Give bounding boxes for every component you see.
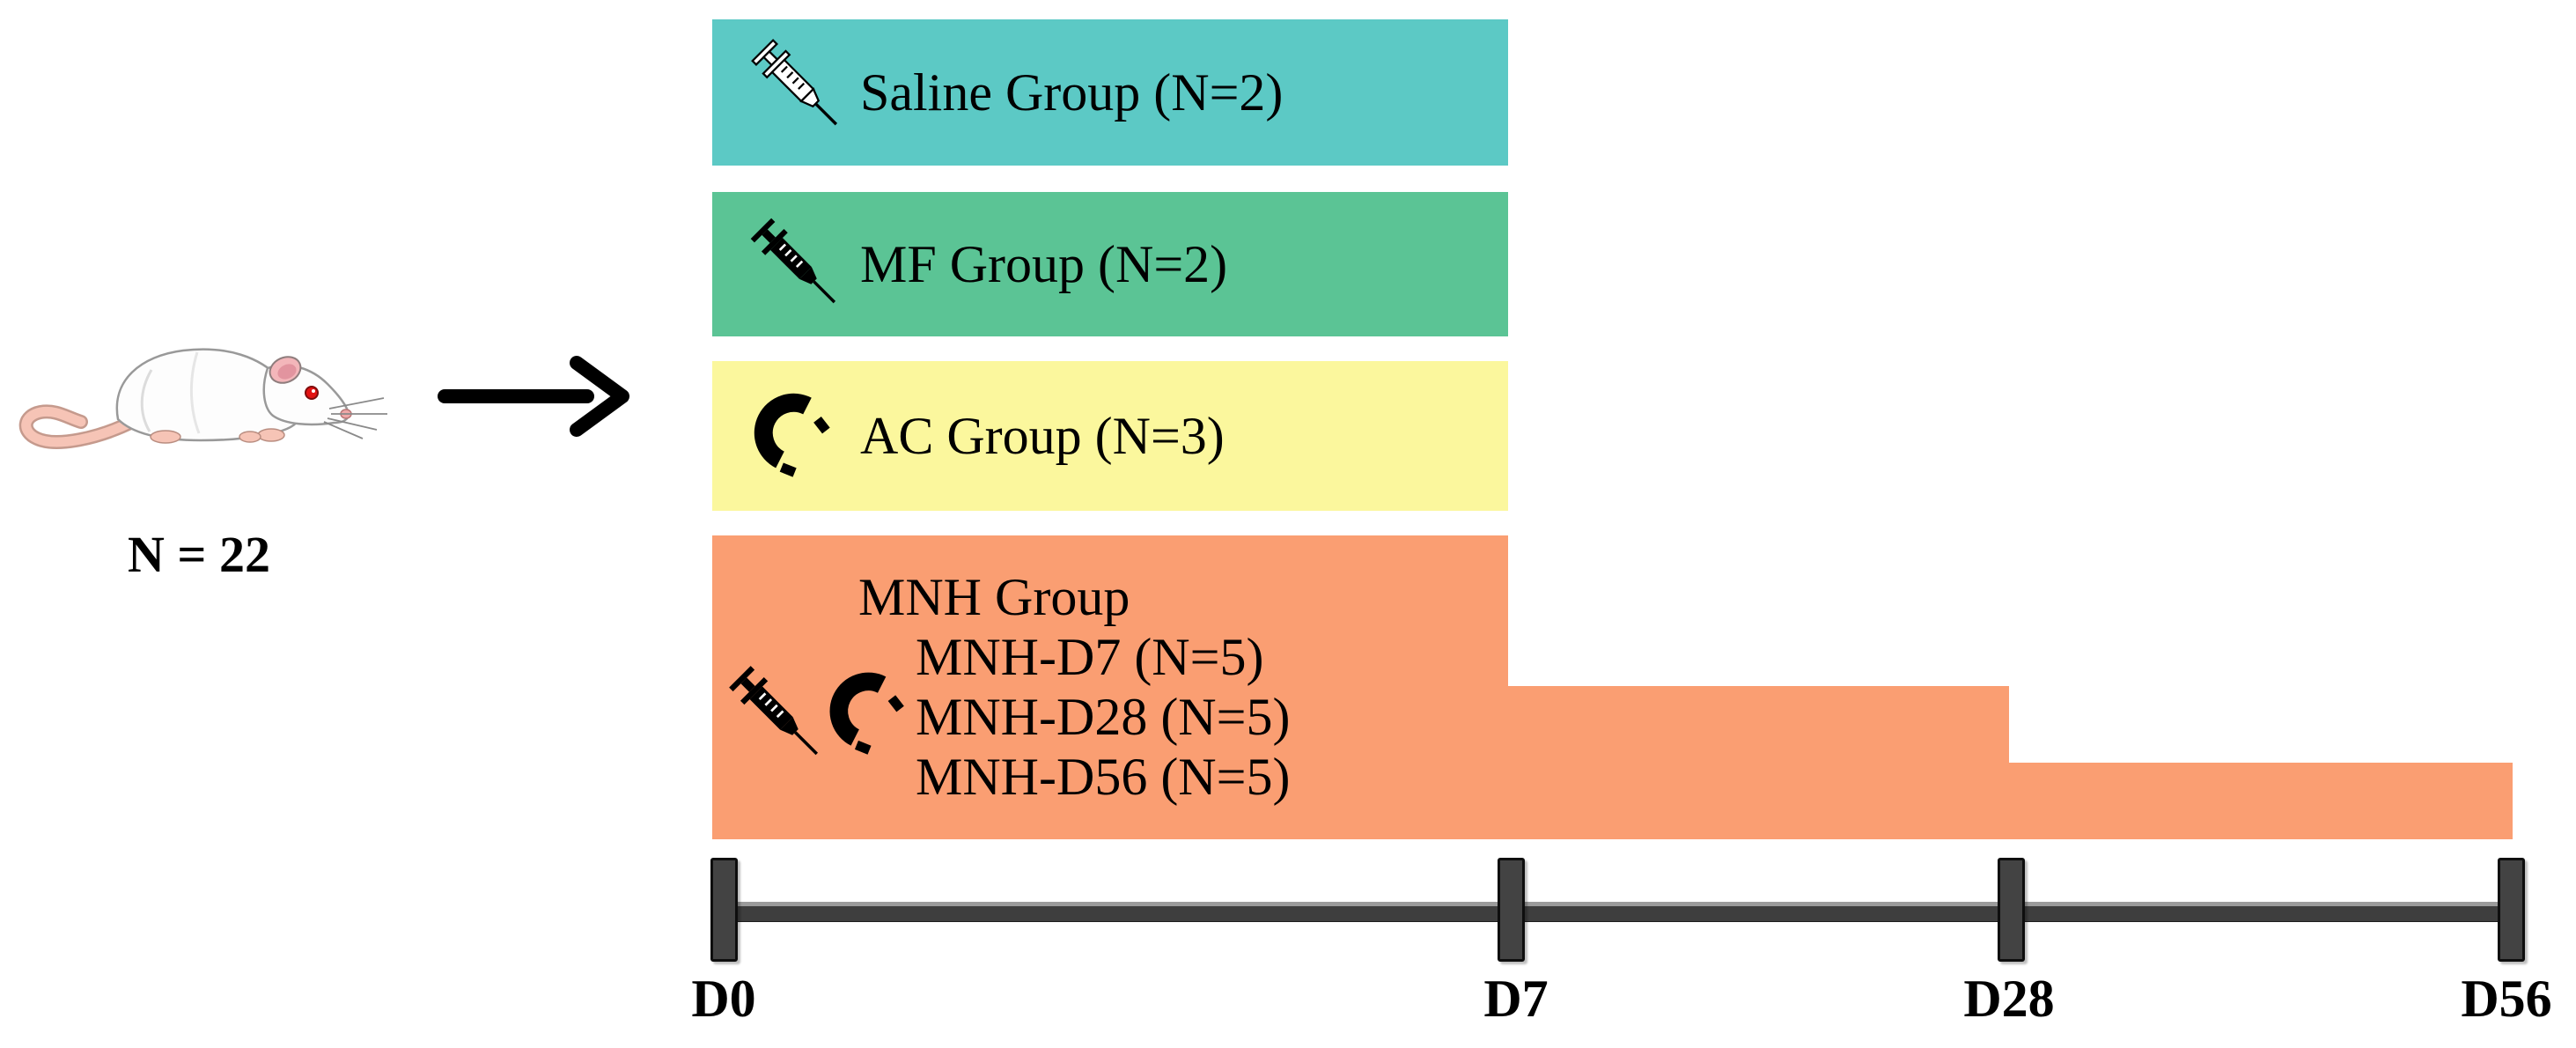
timeline-label-d7: D7 [1483,970,1549,1028]
mouse-illustration [11,335,391,465]
timeline-tick-d7 [1498,858,1525,962]
timeline-label-d0: D0 [691,970,756,1028]
syringe-outline-icon [744,32,857,144]
group-label-mf: MF Group (N=2) [860,234,1228,293]
group-bar-mnh-segment-d28-d56 [2009,763,2513,839]
group-label-saline: Saline Group (N=2) [860,63,1284,122]
group-bar-mf: MF Group (N=2) [712,192,1508,336]
subgroup-label-mnh-d28: MNH-D28 (N=5) [916,688,1291,746]
flow-arrow-icon [436,355,634,439]
population-count-label: N = 22 [128,526,270,583]
group-bar-mnh-segment-d0-d7: MNH Group MNH-D7 (N=5) MNH-D28 (N=5) MNH… [712,535,1508,839]
mouse-icon [18,348,387,449]
group-bar-mnh-segment-d7-d28 [1508,686,2009,839]
timeline-tick-d56 [2498,858,2525,962]
group-label-mnh: MNH Group [858,568,1130,626]
group-bar-saline: Saline Group (N=2) [712,19,1508,166]
magnet-icon [818,663,913,758]
timeline-bar [713,902,2520,922]
syringe-solid-icon [720,657,838,775]
syringe-solid-icon [742,210,855,322]
group-label-mnh-block: MNH Group MNH-D7 (N=5) MNH-D28 (N=5) MNH… [858,567,1290,807]
subgroup-label-mnh-d56: MNH-D56 (N=5) [916,748,1291,806]
timeline-label-d56: D56 [2461,970,2552,1028]
magnet-icon [742,384,839,481]
subgroup-label-mnh-d7: MNH-D7 (N=5) [916,628,1264,686]
timeline-tick-d28 [1998,858,2025,962]
group-bar-ac: AC Group (N=3) [712,361,1508,511]
timeline-label-d28: D28 [1963,970,2055,1028]
group-label-ac: AC Group (N=3) [860,406,1225,465]
timeline-tick-d0 [710,858,738,962]
